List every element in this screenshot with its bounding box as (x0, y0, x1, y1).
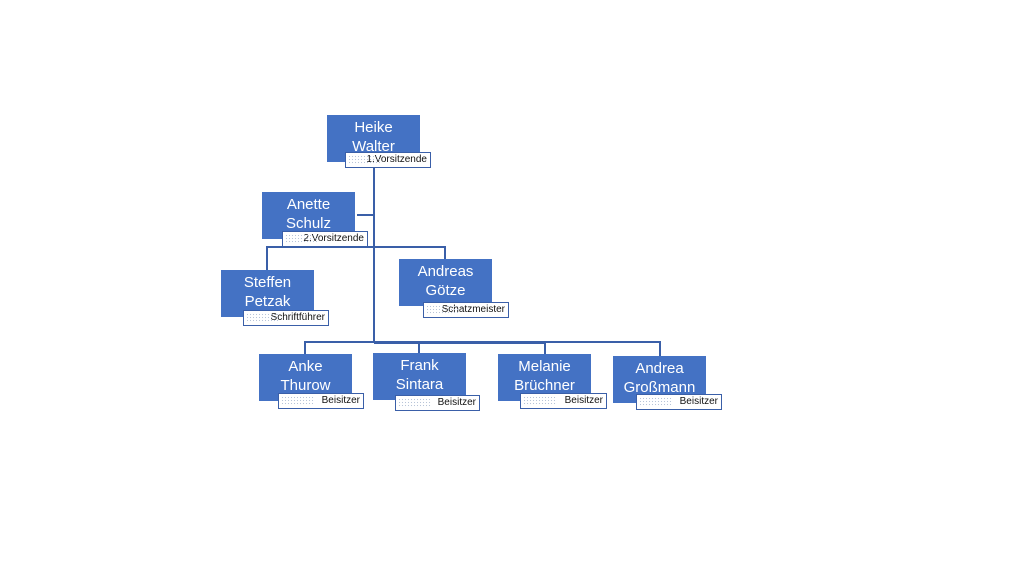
connector-line (659, 341, 661, 357)
last-name: Thurow (280, 377, 331, 394)
last-name: Petzak (244, 293, 291, 310)
last-name: Großmann (623, 379, 696, 396)
last-name: Götze (425, 282, 466, 299)
connector-line (266, 246, 268, 271)
last-name: Sintara (395, 376, 444, 393)
role-label: Schatzmeister (423, 302, 509, 318)
first-name: Andrea (635, 360, 684, 377)
role-label: Beisitzer (636, 394, 722, 410)
connector-line (544, 341, 546, 355)
first-name: Frank (400, 357, 439, 374)
connector-line (357, 214, 374, 216)
role-label: Schriftführer (243, 310, 329, 326)
first-name: Anette (286, 196, 331, 213)
role-label: 1.Vorsitzende (345, 152, 431, 168)
first-name: Anke (288, 358, 323, 375)
first-name: Heike (354, 119, 393, 136)
connector-line (304, 341, 306, 355)
role-label: 2.Vorsitzende (282, 231, 368, 247)
connector-line (373, 168, 375, 343)
role-label: Beisitzer (278, 393, 364, 409)
connector-line (374, 343, 546, 344)
connector-line (418, 341, 420, 354)
last-name: Schulz (285, 215, 332, 232)
last-name: Walter (352, 138, 395, 155)
first-name: Steffen (243, 274, 292, 291)
last-name: Brüchner (514, 377, 575, 394)
first-name: Andreas (417, 263, 474, 280)
connector-line (444, 246, 446, 260)
connector-line (266, 246, 446, 248)
role-label: Beisitzer (395, 395, 480, 411)
first-name: Melanie (518, 358, 571, 375)
role-label: Beisitzer (520, 393, 607, 409)
connector-line (304, 341, 661, 343)
